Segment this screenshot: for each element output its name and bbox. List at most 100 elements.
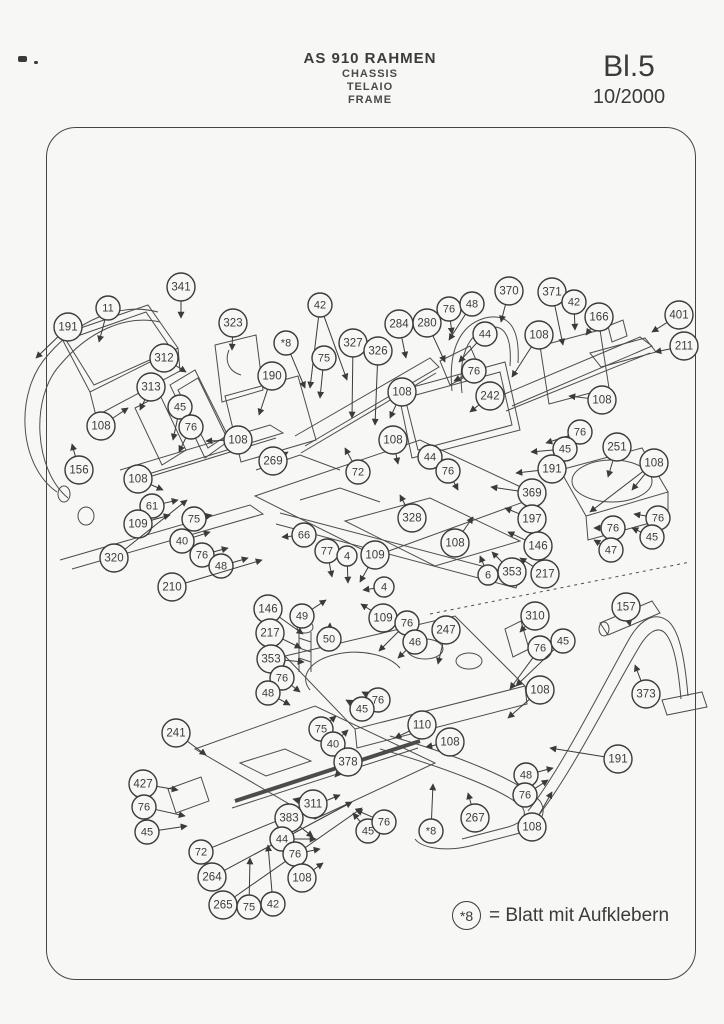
svg-text:76: 76 (138, 801, 150, 813)
part-callout-108: 108 (425, 727, 465, 757)
svg-text:108: 108 (522, 822, 541, 834)
svg-text:76: 76 (468, 365, 480, 377)
part-callout-75: 75 (308, 715, 337, 742)
svg-text:264: 264 (202, 872, 222, 884)
svg-text:42: 42 (314, 299, 326, 311)
svg-text:251: 251 (607, 442, 626, 454)
svg-text:46: 46 (409, 636, 421, 648)
svg-text:146: 146 (528, 541, 547, 553)
part-callout-45: 45 (134, 819, 188, 845)
svg-text:217: 217 (535, 569, 554, 581)
part-callout-76: 76 (131, 794, 186, 820)
svg-text:50: 50 (323, 633, 335, 645)
part-callout-373: 373 (631, 664, 661, 709)
part-callout-146: 146 (507, 531, 553, 561)
part-callout-166: 166 (584, 302, 614, 336)
part-callout-76: 76 (178, 414, 204, 453)
svg-text:108: 108 (383, 435, 402, 447)
drawing-frame-border (46, 127, 696, 980)
svg-text:108: 108 (292, 873, 311, 885)
part-callout-4: 4 (336, 545, 358, 584)
svg-text:313: 313 (141, 382, 160, 394)
part-callout-341: 341 (166, 272, 196, 319)
part-callout-109: 109 (360, 603, 398, 633)
part-callout-48: 48 (448, 291, 485, 341)
part-callout-401: 401 (651, 300, 694, 333)
part-callout-6: 6 (477, 555, 499, 586)
svg-text:76: 76 (534, 642, 546, 654)
part-callout-66: 66 (281, 522, 317, 548)
part-callout-190: 190 (257, 361, 287, 416)
part-callout-110: 110 (394, 710, 437, 740)
svg-text:108: 108 (592, 395, 611, 407)
part-callout-326: 326 (363, 336, 393, 426)
part-callout-50: 50 (316, 622, 342, 652)
part-callout-371: 371 (537, 277, 567, 346)
part-callout-40: 40 (169, 528, 211, 554)
part-callout-46: 46 (397, 629, 428, 659)
part-callout-327: 327 (338, 328, 368, 419)
svg-text:373: 373 (636, 689, 655, 701)
svg-text:427: 427 (133, 779, 152, 791)
svg-text:48: 48 (520, 769, 532, 781)
svg-text:190: 190 (262, 371, 281, 383)
svg-text:242: 242 (480, 391, 499, 403)
svg-text:108: 108 (440, 737, 459, 749)
svg-text:108: 108 (392, 387, 411, 399)
svg-text:353: 353 (502, 567, 521, 579)
svg-text:75: 75 (315, 723, 327, 735)
part-callout-156: 156 (64, 443, 94, 485)
part-callout-76: 76 (633, 505, 671, 531)
svg-text:44: 44 (276, 833, 288, 845)
svg-text:157: 157 (616, 602, 635, 614)
part-callout-76: 76 (436, 296, 462, 335)
svg-text:312: 312 (154, 353, 173, 365)
page-title: AS 910 RAHMEN (303, 50, 437, 67)
part-callout-312: 312 (149, 343, 187, 373)
part-callout-42: 42 (260, 844, 286, 917)
svg-text:76: 76 (196, 549, 208, 561)
part-callout-75: 75 (236, 857, 262, 920)
svg-text:76: 76 (607, 522, 619, 534)
svg-text:108: 108 (529, 330, 548, 342)
part-callout-44: 44 (458, 321, 498, 363)
svg-text:75: 75 (318, 352, 330, 364)
part-callout-42: 42 (561, 289, 587, 331)
part-callout-280: 280 (412, 308, 446, 363)
part-callout-108: 108 (440, 516, 474, 558)
svg-text:76: 76 (185, 421, 197, 433)
svg-text:42: 42 (267, 898, 279, 910)
svg-text:108: 108 (445, 538, 464, 550)
svg-text:210: 210 (162, 582, 181, 594)
part-callout-210: 210 (157, 558, 263, 602)
svg-text:48: 48 (215, 560, 227, 572)
part-callout-108: 108 (378, 425, 408, 465)
svg-text:353: 353 (261, 654, 280, 666)
svg-text:108: 108 (228, 435, 247, 447)
part-callout-251: 251 (602, 432, 632, 478)
part-callout-76: 76 (189, 542, 229, 568)
part-callout-353: 353 (491, 551, 527, 587)
svg-text:76: 76 (372, 694, 384, 706)
part-callout-11: 11 (95, 295, 121, 343)
svg-text:108: 108 (530, 685, 549, 697)
part-callout-108: 108 (205, 425, 253, 455)
part-callout-370: 370 (494, 276, 524, 323)
part-callout-217: 217 (255, 618, 302, 649)
subtitle-frame: FRAME (347, 94, 393, 106)
svg-text:326: 326 (368, 346, 387, 358)
svg-text:48: 48 (466, 298, 478, 310)
part-callout-76: 76 (593, 515, 626, 541)
svg-text:328: 328 (402, 513, 421, 525)
part-callout-311: 311 (292, 789, 328, 819)
svg-text:320: 320 (104, 553, 123, 565)
part-callout-320: 320 (99, 499, 188, 573)
svg-text:146: 146 (258, 604, 277, 616)
sheet-date: 10/2000 (592, 86, 666, 108)
part-callout-45: 45 (167, 394, 193, 441)
scan-artifact (34, 61, 38, 64)
svg-text:77: 77 (321, 545, 333, 557)
part-callout-191: 191 (35, 312, 83, 359)
svg-text:47: 47 (605, 544, 617, 556)
part-callout-48: 48 (208, 553, 249, 579)
